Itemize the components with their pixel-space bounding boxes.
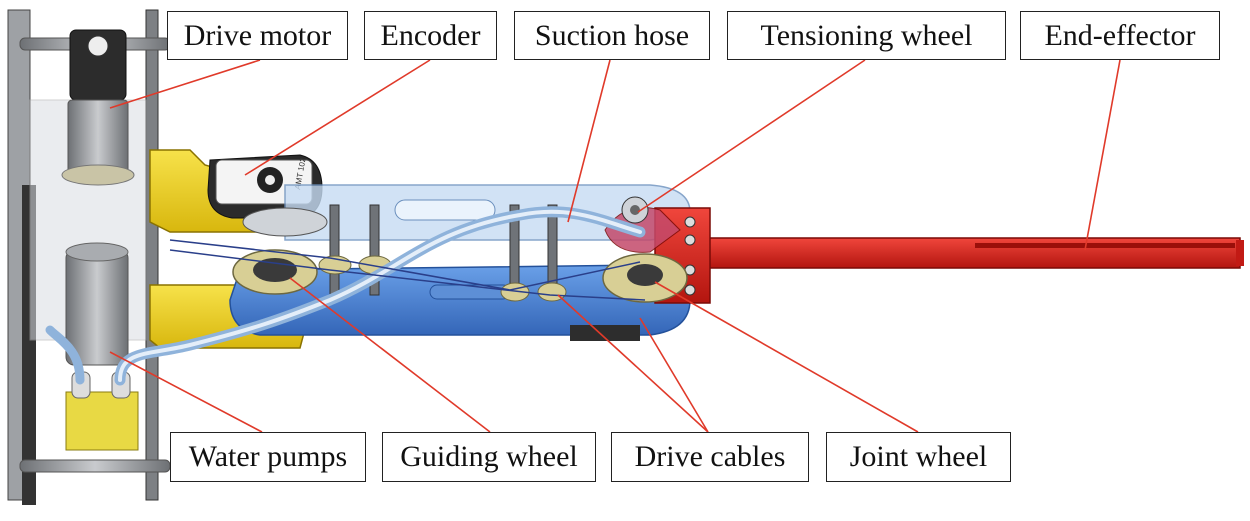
tensioning-wheel-leader — [637, 59, 866, 213]
base-plate-right — [145, 9, 159, 501]
water-pump-part — [65, 242, 139, 451]
joint-wheel-part — [602, 253, 688, 303]
label-guiding-wheel: Guiding wheel — [382, 432, 596, 482]
tensioning-wheel-part — [621, 196, 649, 224]
drive-cable-1 — [169, 239, 641, 291]
bracket-screw-2 — [684, 234, 696, 246]
frame-rod-bottom — [19, 459, 171, 473]
end-effector-part — [604, 207, 1244, 304]
water-pumps-leader — [109, 351, 263, 433]
end-effector-leader — [1084, 59, 1121, 251]
label-tensioning-wheel: Tensioning wheel — [727, 11, 1006, 60]
label-water-pumps: Water pumps — [170, 432, 366, 482]
water-pump-top — [65, 242, 129, 262]
drive-motor-cap — [87, 35, 109, 57]
tensioning-wheel-inner — [630, 205, 640, 215]
bolt-1 — [329, 204, 340, 296]
upper-pulley — [242, 207, 328, 237]
end-effector-rod — [699, 237, 1241, 269]
upper-link-slot — [394, 199, 496, 221]
leader-lines — [109, 59, 1121, 433]
bracket-screw-4 — [684, 284, 696, 296]
vertical-bolts — [329, 204, 558, 296]
encoder-hub-inner — [265, 175, 275, 185]
drive-cables-leader-1 — [557, 294, 709, 433]
drive-cables-part — [169, 239, 646, 301]
drive-motor-leader — [109, 59, 261, 109]
end-effector-tip — [1236, 240, 1244, 266]
drive-cables-leader-2 — [639, 317, 709, 433]
joint-wheel-leader — [654, 281, 919, 433]
label-suction-hose: Suction hose — [514, 11, 710, 60]
encoder-leader — [244, 59, 431, 176]
water-pump-box — [65, 391, 139, 451]
suction-hose-lower — [45, 325, 85, 385]
label-encoder: Encoder — [364, 11, 497, 60]
lower-link-block — [570, 325, 640, 341]
end-effector-groove — [975, 243, 1235, 248]
suction-hose-highlight — [118, 209, 642, 382]
label-drive-cables: Drive cables — [611, 432, 809, 482]
label-joint-wheel: Joint wheel — [826, 432, 1011, 482]
suction-hose-leader — [567, 59, 611, 223]
drive-cable-2 — [169, 249, 646, 301]
water-pump-cylinder — [65, 249, 129, 366]
label-end-effector: End-effector — [1020, 11, 1220, 60]
label-drive-motor: Drive motor — [167, 11, 348, 60]
lower-link-slot — [429, 284, 511, 300]
guiding-wheel-leader — [289, 277, 491, 433]
drive-motor-flange — [61, 164, 135, 186]
joint-wheel-inner — [627, 264, 663, 286]
bracket-screw-1 — [684, 216, 696, 228]
drive-motor-part — [61, 29, 135, 186]
bolt-2 — [369, 204, 380, 296]
